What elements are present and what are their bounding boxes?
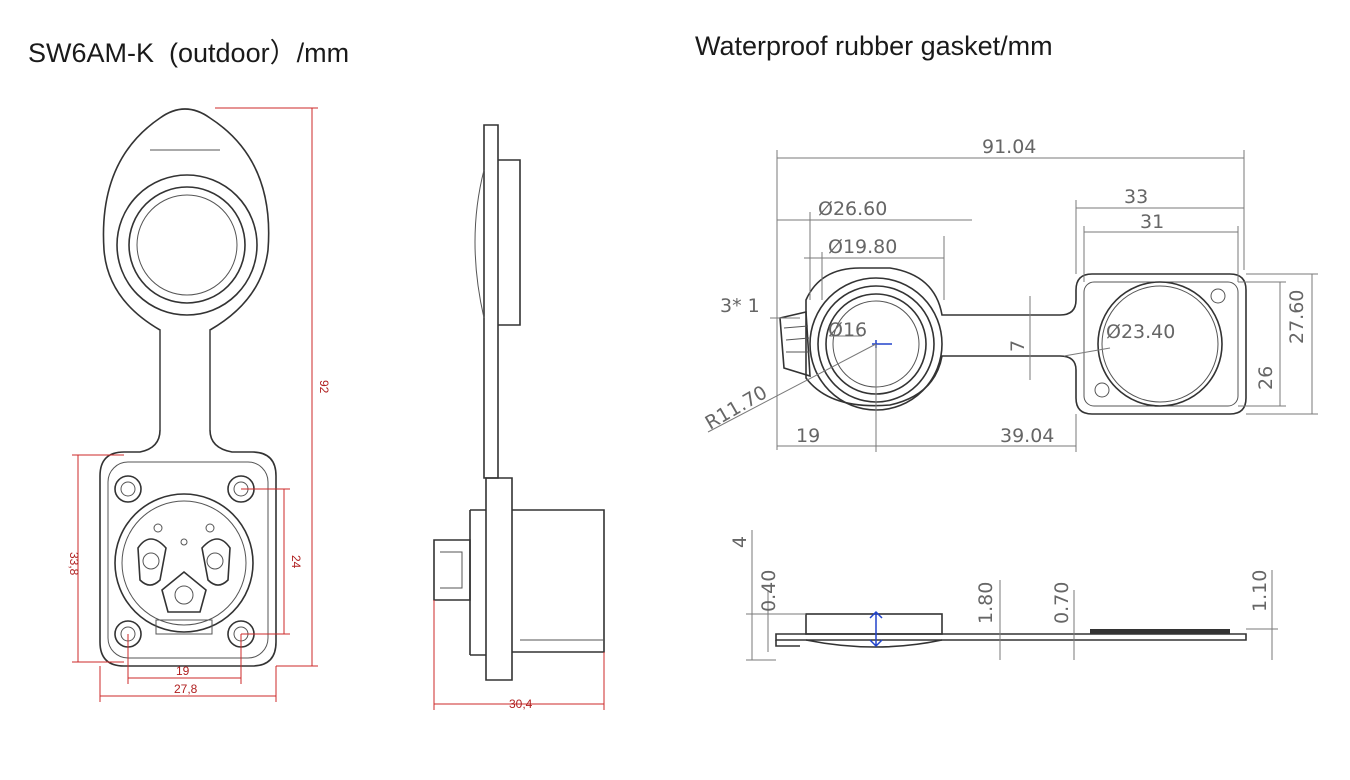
gasket-side-base: [775, 633, 1247, 641]
connector-front-dimensions: 92 33,8 24 19 27,8: [67, 107, 331, 702]
gasket-square-inner: [1083, 281, 1239, 407]
right-title: Waterproof rubber gasket/mm: [695, 31, 1053, 61]
dim-hole-horizontal: 19: [176, 664, 190, 678]
dim-plate-width: 27,8: [174, 682, 198, 696]
left-title: SW6AM-K (outdoor）/mm: [28, 38, 350, 68]
socket-outer: [114, 493, 254, 633]
gasket-side-dimensions: 4 0.40 1.80 0.70 1.10: [729, 530, 1278, 661]
dim-outer-diameter: Ø26.60: [818, 198, 887, 220]
gasket-tab: [779, 311, 811, 378]
dim-inner-diameter: Ø19.80: [828, 236, 897, 258]
dim-hole-vertical: 24: [289, 555, 303, 569]
side-rear: [469, 509, 486, 656]
side-cap-dome: [474, 169, 485, 319]
dim-side-pad: 1.10: [1249, 570, 1271, 612]
dim-square-inner-width: 31: [1140, 211, 1164, 233]
side-cap-flange: [483, 124, 499, 479]
side-center-marker: [869, 610, 883, 648]
gasket-hole-top: [1210, 288, 1226, 304]
side-housing: [512, 509, 605, 653]
dim-side-strap: 0.70: [1051, 582, 1073, 624]
dim-side-total: 4: [729, 536, 751, 548]
side-latch: [433, 539, 471, 601]
side-cap-body: [498, 159, 521, 326]
gasket-side-bottom: [805, 639, 943, 648]
gasket-top-view: 91.04 Ø26.60 Ø19.80 33 31 27.60 26 Ø23.4…: [702, 136, 1318, 452]
dim-radius: R11.70: [702, 381, 772, 434]
dim-overall-length: 91.04: [982, 136, 1036, 158]
dim-square-circle: Ø23.40: [1106, 321, 1175, 343]
dim-plate-height: 33,8: [67, 552, 81, 576]
dim-side-depth: 30,4: [509, 697, 533, 711]
socket-inner: [121, 500, 247, 626]
connector-outline: [99, 108, 277, 667]
dim-square-outer-width: 33: [1124, 186, 1148, 208]
cap-outer-ring: [116, 174, 258, 316]
plate-inner-edge: [107, 461, 269, 659]
socket-key: [155, 619, 213, 635]
dim-height: 92: [317, 380, 331, 394]
gasket-top-dimensions: 91.04 Ø26.60 Ø19.80 33 31 27.60 26 Ø23.4…: [702, 136, 1318, 452]
gasket-hole-bottom: [1094, 382, 1110, 398]
cap-inner-ring: [136, 194, 238, 296]
socket-pins: [137, 523, 231, 613]
dim-side-lip: 0.40: [758, 570, 780, 612]
side-dimensions: 30,4: [433, 600, 605, 711]
dim-left-offset: 19: [796, 425, 820, 447]
gasket-side-view: 4 0.40 1.80 0.70 1.10: [729, 530, 1278, 661]
dim-tab: 3* 1: [720, 295, 760, 317]
side-plate: [485, 477, 513, 681]
gasket-side-pad: [1090, 629, 1230, 634]
strap-edges: [159, 330, 211, 430]
dim-center-hole: Ø16: [828, 319, 867, 341]
dim-center-to-square: 39.04: [1000, 425, 1054, 447]
mounting-holes: [114, 475, 255, 648]
dim-strap-width: 7: [1007, 340, 1029, 352]
connector-side-view: 30,4: [433, 124, 605, 711]
dim-square-outer-height: 27.60: [1286, 290, 1308, 344]
connector-front-view: 92 33,8 24 19 27,8: [67, 107, 331, 702]
cap-mid-ring: [128, 186, 246, 304]
dim-square-inner-height: 26: [1255, 366, 1277, 390]
gasket-square-circle: [1097, 281, 1223, 407]
gasket-side-ring: [805, 613, 943, 635]
dim-side-ring: 1.80: [975, 582, 997, 624]
